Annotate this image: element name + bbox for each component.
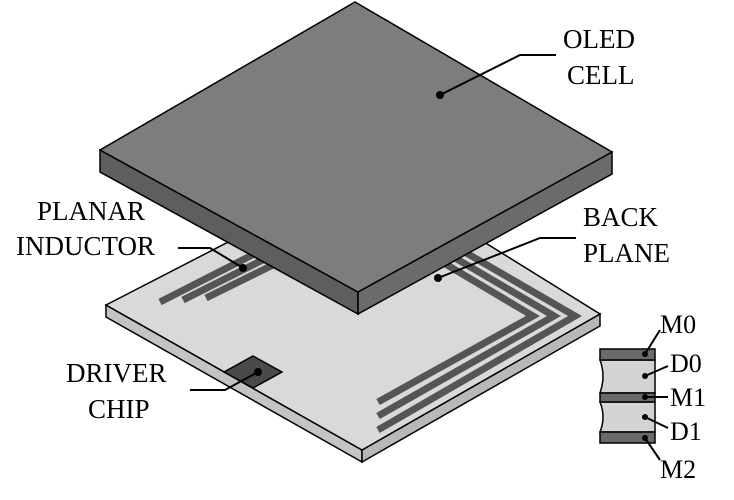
leader-lines bbox=[178, 54, 576, 391]
layer-m2 bbox=[599, 431, 656, 444]
driver-chip-body bbox=[222, 355, 284, 389]
leader-back-plane bbox=[437, 237, 576, 279]
leader-m1-dot bbox=[642, 394, 648, 400]
label-back-plane-line1: BACK bbox=[583, 202, 659, 232]
leader-d1-dot bbox=[642, 414, 648, 420]
layer-m0 bbox=[599, 348, 656, 361]
layer-m1 bbox=[599, 392, 656, 403]
layer-stack-cross-section: M0 D0 M1 D1 M2 bbox=[598, 310, 706, 484]
leader-d1 bbox=[644, 416, 669, 429]
label-driver-chip-line1: DRIVER bbox=[66, 358, 167, 388]
callout-labels: OLED CELL PLANAR INDUCTOR BACK PLANE DRI… bbox=[16, 24, 670, 424]
oled-cell bbox=[98, 1, 614, 316]
leader-d0 bbox=[644, 365, 669, 377]
label-planar-inductor-line1: PLANAR bbox=[37, 196, 145, 226]
label-layer-d0: D0 bbox=[670, 349, 702, 378]
leader-planar-inductor-dot bbox=[239, 264, 247, 272]
label-planar-inductor-line2: INDUCTOR bbox=[16, 231, 155, 261]
leader-driver-chip-dot bbox=[254, 368, 262, 376]
leader-oled-cell-dot bbox=[436, 91, 444, 99]
label-oled-line2: CELL bbox=[567, 60, 635, 90]
leader-planar-inductor bbox=[178, 247, 244, 269]
label-driver-chip-line2: CHIP bbox=[88, 394, 150, 424]
label-layer-m2: M2 bbox=[660, 455, 696, 484]
label-oled-line1: OLED bbox=[563, 24, 635, 54]
leader-back-plane-dot bbox=[434, 274, 442, 282]
oled-cell-top bbox=[98, 1, 614, 293]
leader-d0-dot bbox=[642, 373, 648, 379]
leader-driver-chip bbox=[190, 371, 259, 391]
label-layer-m0: M0 bbox=[660, 310, 696, 339]
leader-m0-dot bbox=[642, 351, 648, 357]
label-back-plane-line2: PLANE bbox=[583, 238, 670, 268]
label-layer-m1: M1 bbox=[670, 383, 706, 412]
leader-m0 bbox=[644, 329, 661, 355]
leader-oled-cell bbox=[439, 54, 556, 96]
leader-m2 bbox=[644, 437, 661, 461]
label-layer-d1: D1 bbox=[670, 417, 702, 446]
leader-m2-dot bbox=[642, 435, 648, 441]
driver-chip bbox=[222, 355, 284, 389]
